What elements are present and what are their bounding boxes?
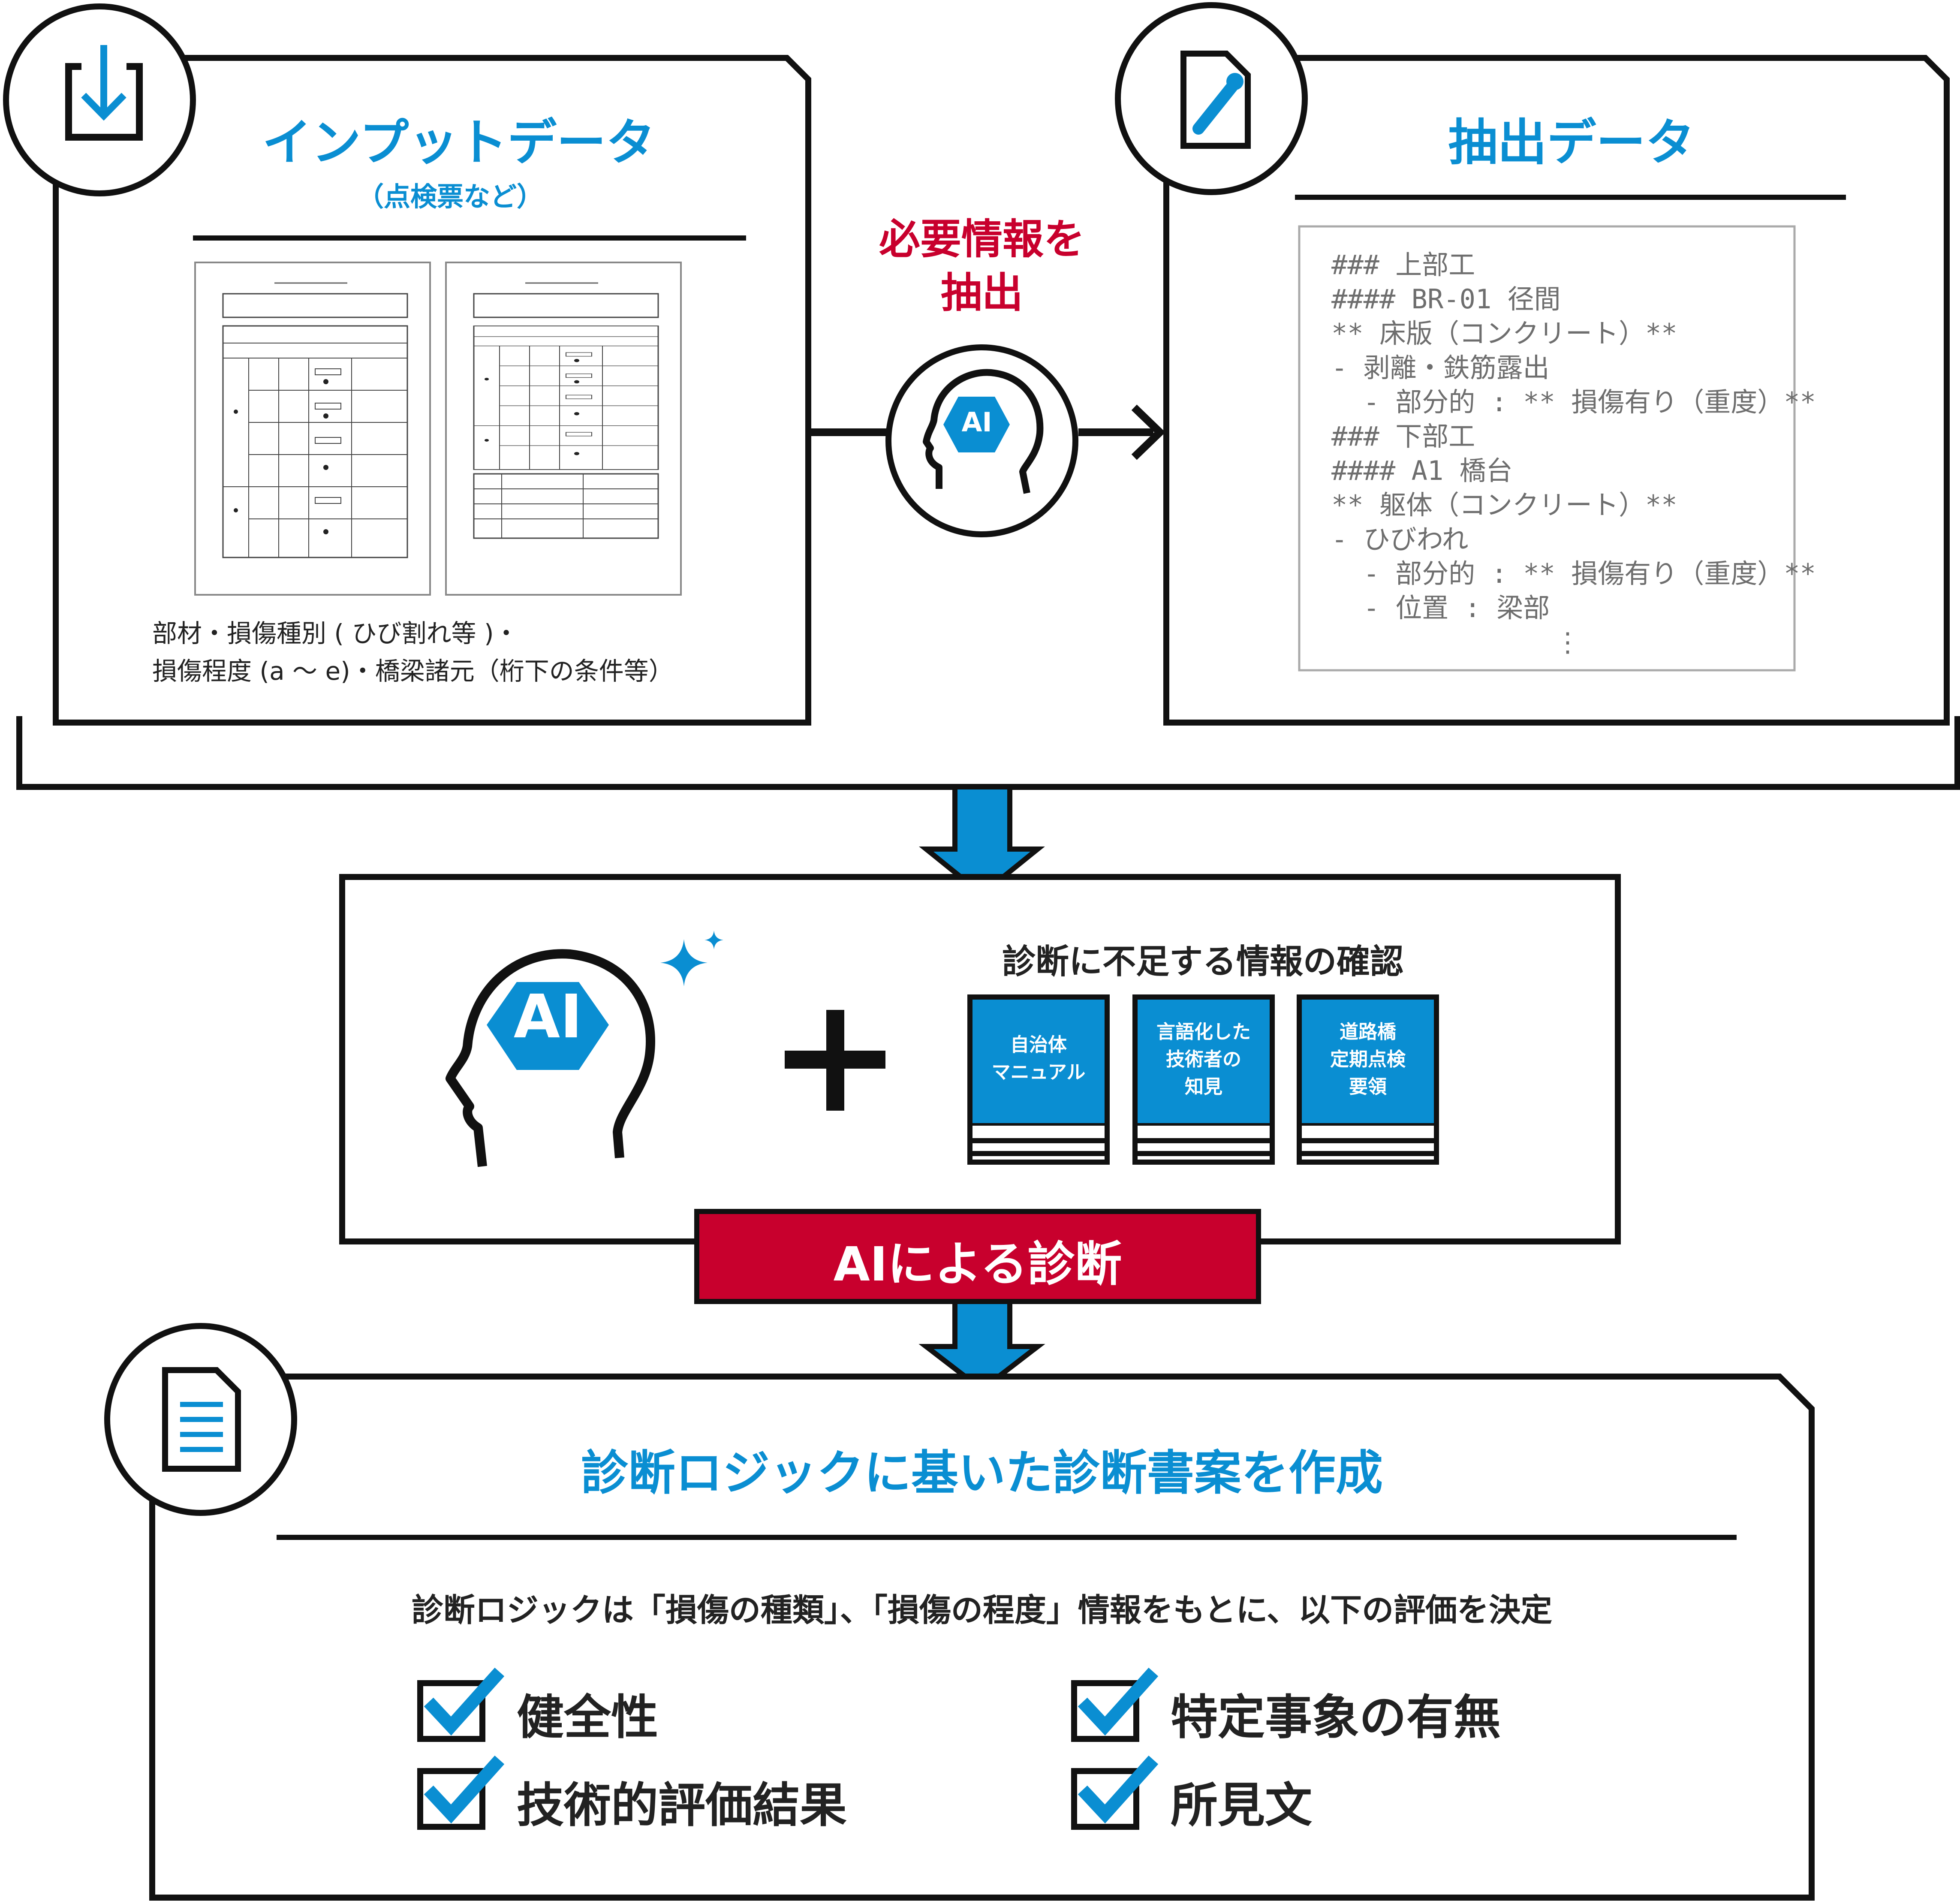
extracted-line: ### 下部工	[1331, 421, 1475, 452]
sparkle-icon	[660, 931, 723, 986]
extracted-text-box	[1298, 225, 1796, 672]
checkbox-icon	[1074, 1765, 1149, 1827]
book-icon	[1297, 994, 1439, 1165]
book-icon	[1132, 994, 1275, 1165]
extracted-line: - 剥離・鉄筋露出	[1331, 352, 1550, 383]
ai-diagnosis-banner-label: AIによる診断	[833, 1237, 1122, 1292]
down-arrow-1	[919, 784, 1045, 898]
checkbox-icon	[1074, 1677, 1149, 1739]
down-arrow-2	[918, 1299, 1045, 1393]
ai-diagnosis-banner	[694, 1209, 1261, 1304]
checkbox-icon	[420, 1765, 495, 1827]
extracted-line: ### 上部工	[1331, 249, 1475, 280]
check-label-specific-event: 特定事象の有無	[1171, 1690, 1501, 1745]
extracted-line: #### A1 橋台	[1331, 455, 1513, 486]
extract-label-line2: 抽出	[941, 269, 1023, 317]
check-label-technical-evaluation: 技術的評価結果	[517, 1778, 847, 1833]
check-label-findings: 所見文	[1171, 1778, 1312, 1833]
book-label: 道路橋 定期点検 要領	[1330, 1021, 1406, 1098]
extracted-line: - 部分的 : ** 損傷有り（重度）**	[1331, 386, 1816, 418]
extracted-line: ** 躯体（コンクリート）**	[1331, 489, 1677, 521]
input-panel-title: インプットデータ	[262, 114, 656, 172]
ai-extract-icon	[885, 344, 1078, 537]
extracted-text-lines: ### 上部工#### BR-01 径間** 床版（コンクリート）**- 剥離・…	[1331, 248, 1816, 660]
reference-books	[967, 994, 1439, 1165]
ai-head-icon	[446, 949, 655, 1167]
input-panel-description-line1: 部材・損傷種別 ( ひび割れ等 )・	[152, 619, 519, 648]
top-group-bracket	[16, 716, 1960, 790]
output-panel-frame	[149, 1374, 1815, 1901]
download-icon	[3, 3, 196, 196]
eyedropper-icon	[1115, 2, 1308, 195]
book-icon	[967, 994, 1110, 1165]
checkbox-icon	[420, 1677, 495, 1739]
extracted-line: - ひびわれ	[1331, 524, 1469, 555]
extracted-line: ** 床版（コンクリート）**	[1331, 318, 1677, 349]
output-panel-description: 診断ロジックは「損傷の種類」、「損傷の程度」情報をもとに、以下の評価を決定	[411, 1592, 1553, 1629]
output-panel-title: 診断ロジックに基いた診断書案を作成	[581, 1446, 1383, 1500]
extracted-line: - 部分的 : ** 損傷有り（重度）**	[1331, 558, 1816, 589]
inspection-form-thumbnail-2	[445, 262, 682, 596]
inspection-form-thumbnail-1	[194, 262, 431, 596]
check-label-health: 健全性	[517, 1690, 658, 1745]
extracted-line: ⋮	[1554, 627, 1581, 658]
book-label: 言語化した 技術者の 知見	[1156, 1021, 1251, 1098]
extracted-panel-title: 抽出データ	[1448, 114, 1695, 172]
plus-icon	[785, 1010, 885, 1111]
document-icon	[104, 1323, 297, 1516]
book-label: 自治体 マニュアル	[991, 1034, 1086, 1083]
extracted-line: - 位置 : 梁部	[1331, 592, 1550, 624]
input-panel-subtitle: （点検票など）	[357, 181, 544, 212]
diagnosis-ai-badge: AI	[513, 982, 583, 1052]
extract-label-line1: 必要情報を	[879, 215, 1085, 263]
extract-ai-badge: AI	[961, 407, 992, 438]
input-panel-description-line2: 損傷程度 (a 〜 e)・橋梁諸元（桁下の条件等）	[152, 657, 674, 686]
extracted-line: #### BR-01 径間	[1331, 283, 1561, 315]
connector-arrowhead	[1131, 404, 1165, 460]
knowledge-title: 診断に不足する情報の確認	[1002, 943, 1404, 981]
